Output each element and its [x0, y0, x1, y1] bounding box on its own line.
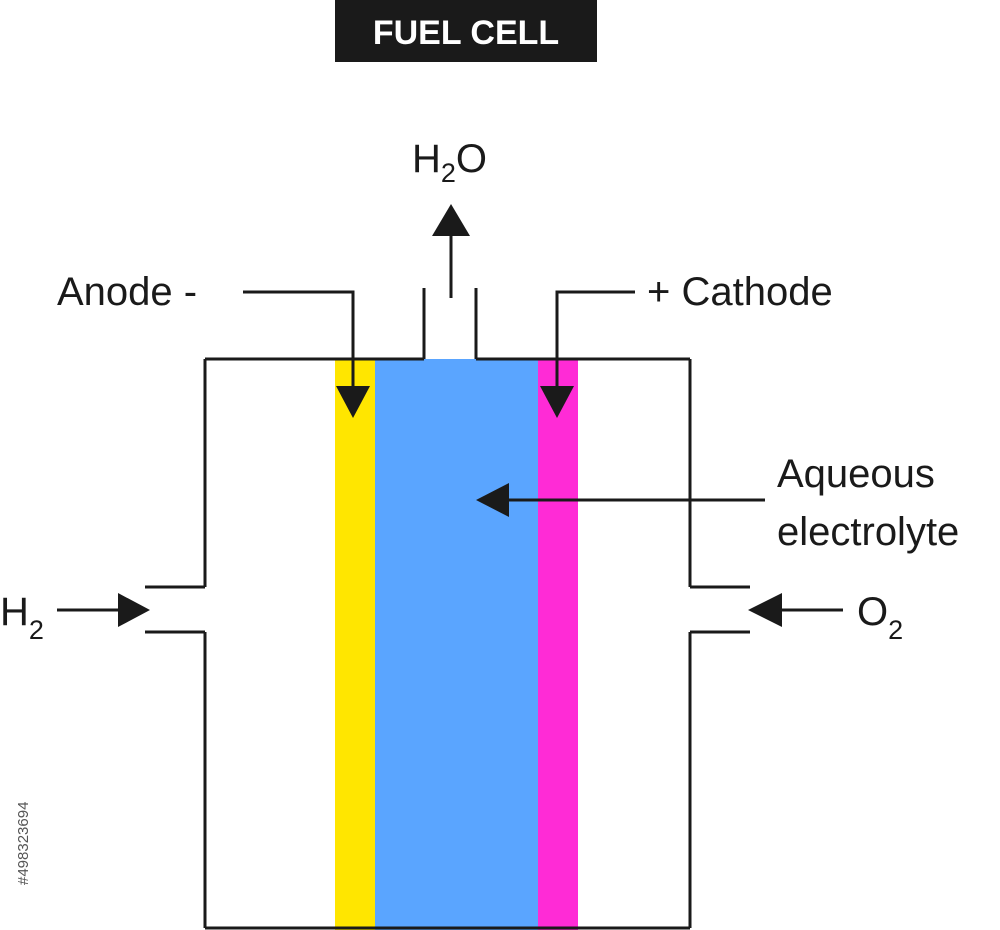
cell-outline	[145, 288, 750, 930]
cathode-layer	[538, 359, 578, 930]
oxygen-inlet-label: O2	[857, 590, 903, 645]
title-badge: FUEL CELL	[335, 0, 597, 62]
anode-leader-arrow	[243, 290, 370, 418]
electrolyte-label-line2: electrolyte	[777, 510, 959, 554]
water-label: H2O	[412, 137, 487, 188]
water-outlet-arrow	[432, 204, 470, 298]
electrolyte-label-line1: Aqueous	[777, 452, 935, 496]
anode-layer	[335, 359, 375, 930]
hydrogen-inlet-arrow	[57, 593, 150, 627]
cathode-label: + Cathode	[647, 270, 833, 314]
hydrogen-inlet-label: H2	[0, 590, 44, 645]
electrolyte-leader-arrow	[476, 483, 765, 517]
page-title: FUEL CELL	[373, 14, 559, 52]
cathode-leader-arrow	[540, 290, 635, 418]
anode-label: Anode -	[57, 270, 197, 314]
oxygen-inlet-arrow	[748, 593, 843, 627]
title-background	[335, 0, 597, 62]
stock-id-watermark: #498323694	[15, 802, 32, 885]
electrolyte-layer	[375, 359, 538, 930]
